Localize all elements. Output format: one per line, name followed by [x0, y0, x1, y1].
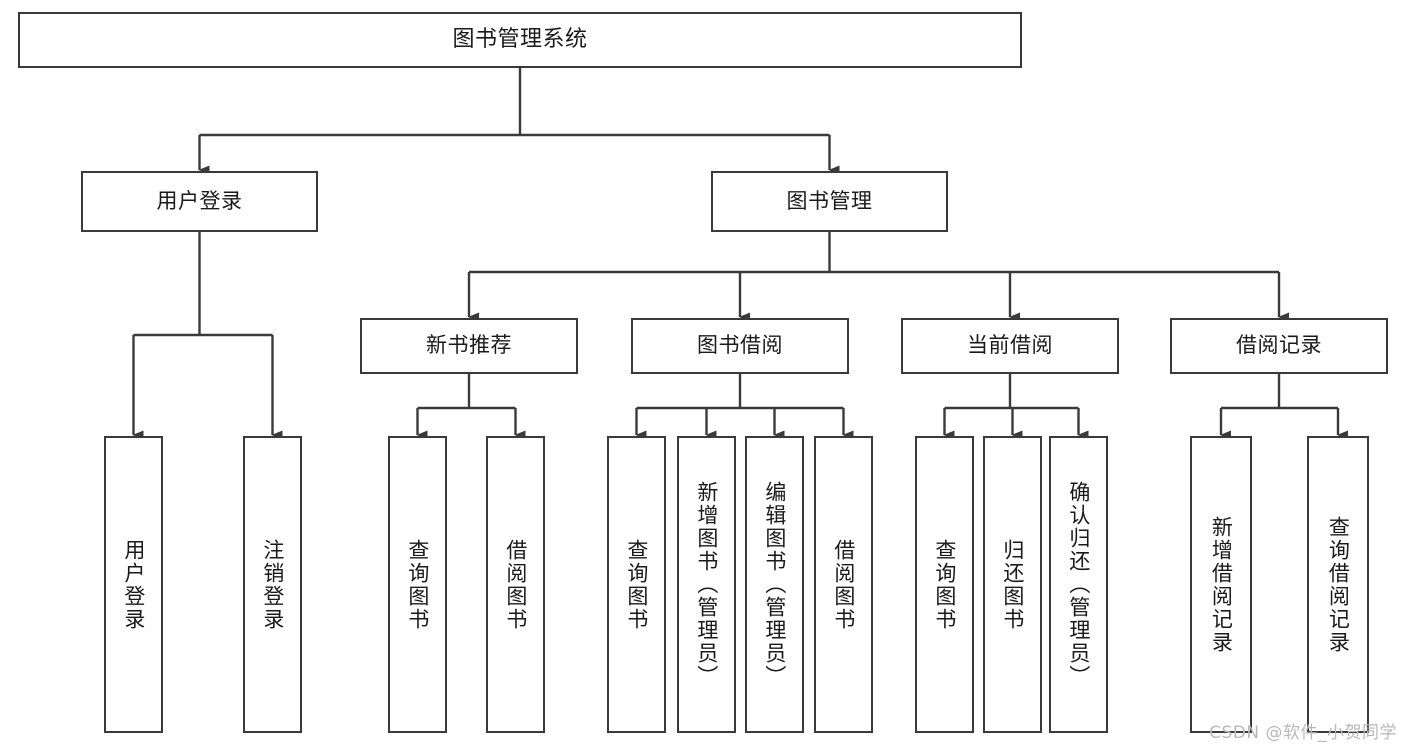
node-book-manage[interactable]: 图书管理 — [711, 171, 948, 232]
node-label: 新增图书（管理员） — [694, 481, 719, 688]
node-label: 图书管理 — [786, 188, 873, 213]
node-leaf-cb-return[interactable]: 归还图书 — [983, 436, 1042, 733]
node-label: 查询图书 — [624, 538, 649, 631]
node-label: 当前借阅 — [967, 333, 1053, 358]
node-root[interactable]: 图书管理系统 — [18, 12, 1022, 68]
node-label: 借阅图书 — [503, 538, 528, 631]
node-leaf-user-logout[interactable]: 注销登录 — [243, 436, 302, 733]
node-leaf-user-login[interactable]: 用户登录 — [104, 436, 163, 733]
node-current-borrow[interactable]: 当前借阅 — [901, 318, 1119, 374]
node-leaf-br-query[interactable]: 查询借阅记录 — [1307, 436, 1369, 733]
node-label: 查询图书 — [405, 538, 430, 631]
node-leaf-rec-query[interactable]: 查询图书 — [388, 436, 447, 733]
node-leaf-cb-query[interactable]: 查询图书 — [915, 436, 974, 733]
node-label: 用户登录 — [121, 538, 146, 631]
node-label: 新书推荐 — [426, 333, 512, 358]
node-label: 注销登录 — [260, 538, 285, 631]
node-user-login[interactable]: 用户登录 — [81, 171, 318, 232]
node-label: 新增借阅记录 — [1209, 515, 1234, 654]
node-leaf-cb-confirm[interactable]: 确认归还（管理员） — [1049, 436, 1108, 733]
node-borrow-record[interactable]: 借阅记录 — [1170, 318, 1388, 374]
node-label: 查询借阅记录 — [1326, 515, 1351, 654]
watermark-csdn: CSDN @软件_小贺同学 — [1209, 723, 1397, 743]
node-label: 图书借阅 — [697, 333, 783, 358]
node-leaf-bb-edit[interactable]: 编辑图书（管理员） — [745, 436, 804, 733]
node-label: 借阅记录 — [1236, 333, 1322, 358]
node-new-book-rec[interactable]: 新书推荐 — [360, 318, 578, 374]
node-book-borrow[interactable]: 图书借阅 — [631, 318, 849, 374]
node-leaf-bb-query[interactable]: 查询图书 — [607, 436, 666, 733]
node-label: 编辑图书（管理员） — [762, 481, 787, 688]
node-label: 图书管理系统 — [452, 26, 588, 52]
node-leaf-br-add[interactable]: 新增借阅记录 — [1190, 436, 1252, 733]
node-leaf-bb-add[interactable]: 新增图书（管理员） — [677, 436, 736, 733]
node-label: 查询图书 — [932, 538, 957, 631]
node-label: 借阅图书 — [831, 538, 856, 631]
node-label: 用户登录 — [156, 188, 243, 213]
node-leaf-bb-borrow[interactable]: 借阅图书 — [814, 436, 873, 733]
node-label: 确认归还（管理员） — [1066, 481, 1091, 688]
node-leaf-rec-borrow[interactable]: 借阅图书 — [486, 436, 545, 733]
node-label: 归还图书 — [1000, 538, 1025, 631]
